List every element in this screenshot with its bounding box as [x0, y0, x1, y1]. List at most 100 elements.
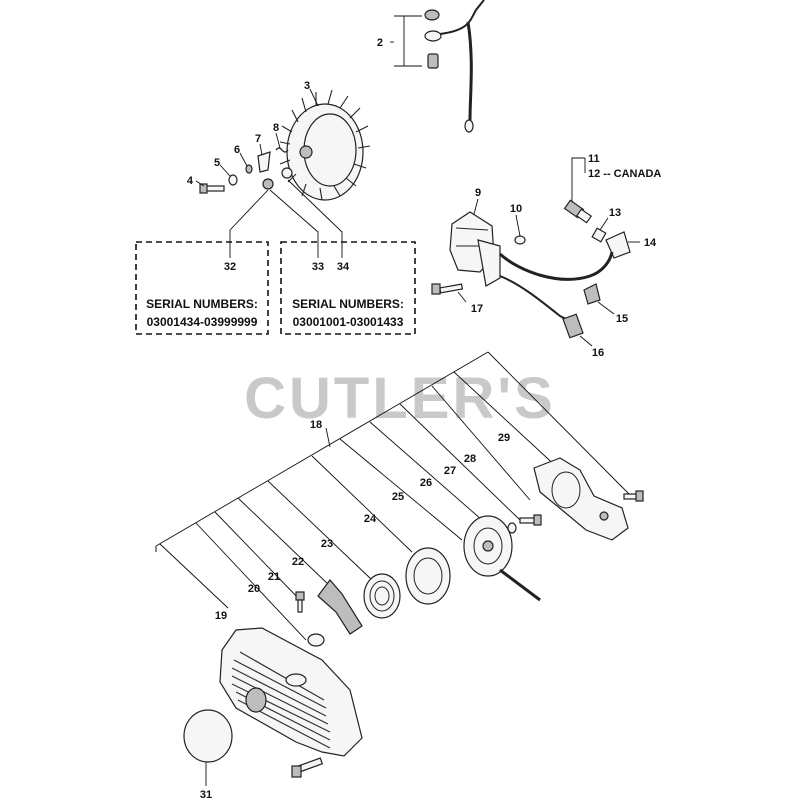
o-ring-31 — [183, 709, 233, 763]
flywheel-assembly — [195, 88, 371, 258]
label-4: 4 — [187, 175, 194, 187]
leader-23 — [267, 480, 373, 581]
spring-23 — [363, 573, 401, 619]
watermark-text: CUTLER'S — [244, 366, 556, 431]
leader-4 — [195, 180, 205, 187]
label-31: 31 — [200, 789, 212, 800]
label-6: 6 — [234, 144, 240, 156]
label-22: 22 — [292, 556, 304, 568]
cover-bolt-head — [635, 490, 644, 502]
leader-21 — [214, 511, 301, 601]
washer-26 — [507, 522, 517, 534]
label-9: 9 — [475, 187, 481, 199]
leader-11 — [571, 157, 585, 202]
housing-vents — [231, 651, 331, 749]
screw-17-shank — [439, 283, 464, 294]
label-10: 10 — [510, 203, 522, 215]
screw-27-head — [533, 514, 542, 526]
leader-7 — [259, 143, 263, 156]
leader-27 — [399, 403, 521, 521]
nut-33 — [262, 178, 274, 190]
serial-right-range: 03001001-03001433 — [293, 315, 404, 329]
washer-5 — [228, 174, 238, 186]
serial-box-right — [280, 241, 416, 335]
leader-15 — [597, 301, 615, 315]
ground-wire-group — [390, 0, 485, 133]
pulley-housing-24 — [405, 547, 451, 605]
label-19: 19 — [215, 610, 227, 622]
label-21: 21 — [268, 571, 280, 583]
starter-bracket-18 — [155, 351, 631, 641]
washer-10 — [514, 235, 526, 245]
leader-29 — [453, 371, 561, 471]
bracket-2 — [394, 15, 405, 67]
serial-left-range: 03001434-03999999 — [147, 315, 258, 329]
screw-21 — [295, 591, 305, 613]
pulley-housing-inner — [413, 557, 443, 595]
serial-right-title: SERIAL NUMBERS: — [292, 297, 404, 311]
bolt-4 — [199, 183, 225, 194]
leader-18 — [325, 427, 331, 448]
spark-plug-11 — [563, 199, 593, 224]
label-3: 3 — [304, 80, 310, 92]
leader-8 — [275, 132, 281, 149]
handle-boss — [285, 673, 307, 687]
leader-13 — [599, 217, 609, 231]
label-29: 29 — [498, 432, 510, 444]
pulley-hub — [482, 540, 494, 552]
screw-21-head — [295, 591, 305, 601]
bushing-20 — [307, 633, 325, 647]
screw-21-shank — [297, 599, 303, 613]
starter-cover-inner — [551, 471, 581, 509]
nut-6 — [245, 164, 253, 174]
housing-screw-head — [291, 765, 302, 778]
label-17: 17 — [471, 303, 483, 315]
label-32: 32 — [224, 261, 236, 273]
label-16: 16 — [592, 347, 604, 359]
label-5: 5 — [214, 157, 220, 169]
label-24: 24 — [364, 513, 377, 525]
label-34: 34 — [337, 261, 350, 273]
starter-cover-29 — [533, 457, 644, 541]
leader-9 — [473, 198, 479, 215]
starter-housing — [219, 627, 363, 757]
leader-25 — [339, 438, 463, 541]
starter-handle-22 — [317, 579, 363, 635]
leader-32 — [229, 189, 269, 258]
leader-6 — [239, 152, 248, 167]
terminal-16 — [562, 313, 584, 339]
leader-26 — [369, 421, 483, 521]
label-11: 11 — [588, 153, 600, 165]
label-28: 28 — [464, 453, 476, 465]
bracket-18-top — [155, 351, 489, 547]
label-27: 27 — [444, 465, 456, 477]
spark-plug-boot-14 — [605, 231, 631, 259]
washer-34 — [281, 167, 293, 179]
leader-34 — [287, 179, 343, 258]
serial-left-title: SERIAL NUMBERS: — [146, 297, 258, 311]
terminal-2 — [427, 53, 439, 69]
starter-rope — [499, 568, 541, 602]
module-core — [477, 239, 501, 287]
wire-end-terminal — [464, 119, 474, 133]
housing-logo — [245, 687, 267, 713]
flywheel-fins — [279, 89, 371, 201]
leader-5 — [219, 164, 231, 177]
label-33: 33 — [312, 261, 324, 273]
flywheel-hub — [299, 145, 313, 159]
spark-plug-body — [575, 208, 593, 224]
clip-15 — [583, 283, 601, 305]
label-8: 8 — [273, 122, 279, 134]
label-12: 12 -- CANADA — [588, 168, 661, 180]
serial-box-left — [135, 241, 269, 335]
screw-17-head — [431, 283, 441, 295]
ground-wire — [439, 0, 485, 35]
ignition-assembly — [431, 157, 640, 347]
leader-28 — [431, 385, 531, 501]
ground-wire-lead — [466, 21, 473, 121]
label-20: 20 — [248, 583, 260, 595]
leader-10 — [515, 214, 521, 237]
leader-24 — [311, 455, 413, 553]
label-13: 13 — [609, 207, 621, 219]
